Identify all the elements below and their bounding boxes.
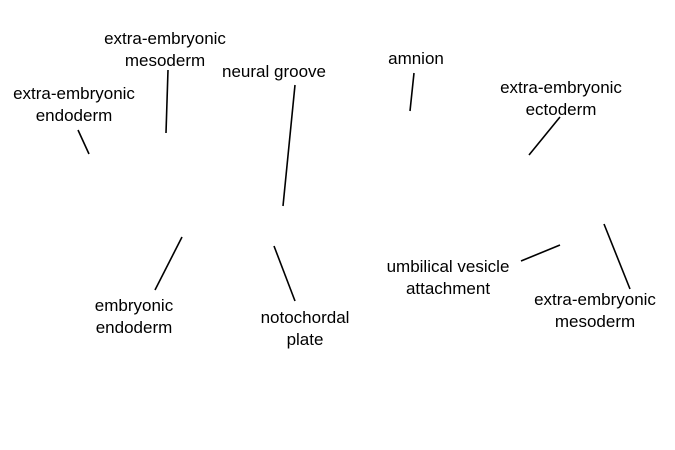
leader-line-ee-mesoderm-right: [603, 223, 631, 290]
leader-line-neural-groove: [282, 84, 296, 207]
leader-line-ee-endoderm: [77, 129, 90, 155]
leader-line-embryonic-endoderm: [154, 236, 183, 291]
leader-line-umbilical-vesicle: [520, 244, 561, 262]
leader-line-amnion: [409, 72, 415, 112]
leader-line-notochordal-plate: [273, 245, 296, 302]
leader-line-ee-ectoderm: [528, 116, 561, 156]
label-amnion: amnion: [388, 49, 444, 68]
label-neural-groove: neural groove: [222, 62, 326, 81]
leader-line-ee-mesoderm-top: [165, 69, 169, 134]
